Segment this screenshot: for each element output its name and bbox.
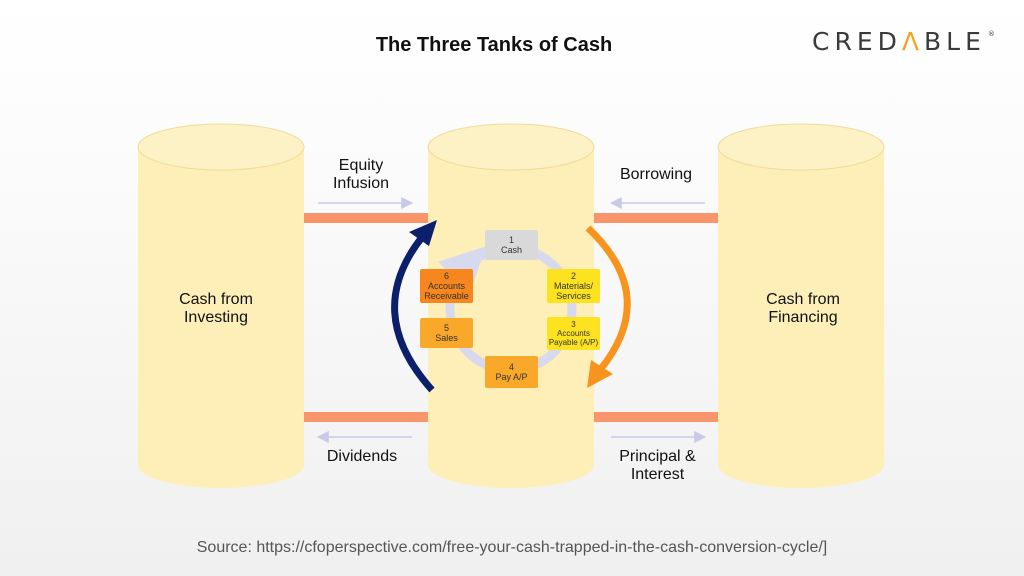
- cycle-step-accounts-receivable: 6 Accounts Receivable: [420, 269, 473, 303]
- pipe-top-left: [304, 213, 428, 223]
- navy-curved-arrow-icon: [391, 220, 437, 393]
- cycle-step-cash: 1 Cash: [485, 230, 538, 260]
- orange-curved-arrow-icon: [585, 225, 631, 388]
- cycle-step-number: 6: [443, 271, 449, 281]
- cycle-step-label: Accounts Payable (A/P): [548, 329, 599, 347]
- pipe-top-right: [594, 213, 718, 223]
- pipe-bottom-left: [304, 412, 428, 422]
- cycle-step-accounts-payable: 3 Accounts Payable (A/P): [547, 317, 600, 350]
- source-citation: Source: https://cfoperspective.com/free-…: [196, 539, 828, 556]
- equity-infusion-label: Equity Infusion: [332, 157, 390, 192]
- cycle-step-label: Cash: [500, 245, 522, 255]
- tank-financing-label: Cash from Financing: [766, 291, 840, 326]
- cycle-step-number: 5: [443, 323, 449, 333]
- pipe-bottom-right: [594, 412, 718, 422]
- logo-accent-a-icon: Λ: [901, 26, 924, 56]
- page-title: The Three Tanks of Cash: [375, 34, 613, 56]
- cycle-step-number: 3: [571, 320, 576, 329]
- dividends-label: Dividends: [326, 448, 398, 465]
- tank-operations: [427, 123, 595, 488]
- cycle-step-number: 2: [570, 271, 576, 281]
- logo-registered-mark: ®: [987, 30, 995, 38]
- principal-interest-label: Principal & Interest: [619, 448, 696, 483]
- cycle-step-label: Sales: [435, 333, 458, 343]
- tank-financing: [717, 123, 885, 488]
- cycle-step-pay-ap: 4 Pay A/P: [485, 356, 538, 388]
- cycle-step-number: 4: [508, 362, 514, 372]
- cycle-step-number: 1: [508, 235, 514, 245]
- cycle-step-label: Pay A/P: [495, 372, 528, 382]
- cycle-step-label: Materials/ Services: [553, 281, 593, 301]
- cycle-step-sales: 5 Sales: [420, 318, 473, 348]
- cycle-step-label: Accounts Receivable: [424, 281, 469, 301]
- tank-investing: [137, 123, 305, 488]
- logo-text-end: BLE: [923, 26, 986, 56]
- logo-text-start: CRED: [812, 26, 902, 56]
- cycle-step-materials: 2 Materials/ Services: [547, 269, 600, 303]
- tank-investing-label: Cash from Investing: [179, 291, 253, 326]
- borrowing-label: Borrowing: [619, 166, 693, 183]
